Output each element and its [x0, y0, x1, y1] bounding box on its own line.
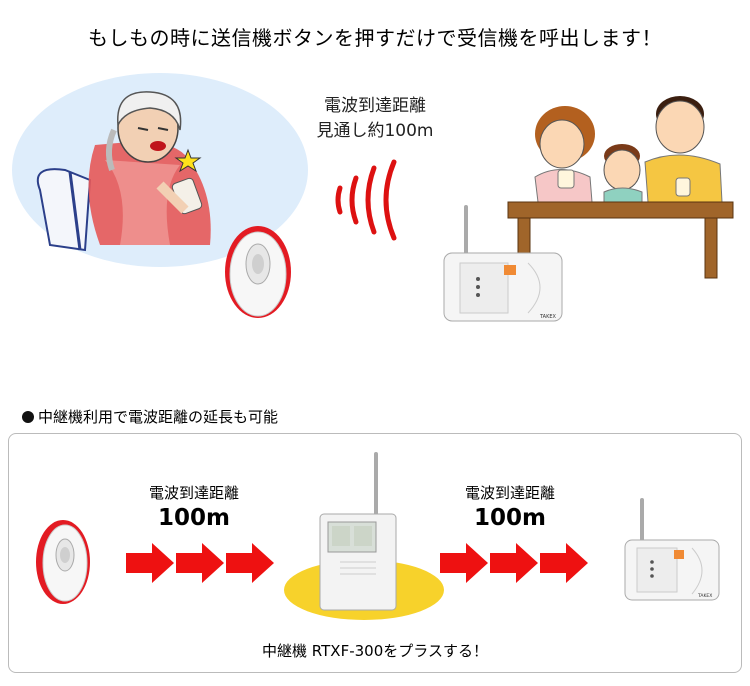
top-range-line2: 見通し約100m — [316, 121, 434, 141]
relay-footer-text: 中継機 RTXF-300をプラスする！ — [262, 642, 488, 660]
relay-section-label: 中継機利用で電波距離の延長も可能 — [22, 406, 278, 427]
receiver-small-device: TAKEX — [624, 498, 720, 601]
left-distance-value: 100m — [158, 505, 230, 531]
receiver-small-brand: TAKEX — [697, 593, 712, 599]
right-distance-value: 100m — [474, 505, 546, 531]
receiver-brand: TAKEX — [539, 314, 557, 320]
left-distance-label: 電波到達距離 — [148, 484, 239, 502]
family-illustration — [507, 96, 734, 279]
top-range-text: 電波到達距離 見通し約100m — [290, 94, 460, 144]
elderly-woman-illustration — [12, 73, 308, 267]
page-headline: もしもの時に送信機ボタンを押すだけで受信機を呼出します！ — [88, 26, 662, 50]
transmitter-button-device — [225, 226, 291, 318]
radio-waves-icon — [335, 159, 397, 241]
transmitter-small-device — [36, 520, 90, 604]
receiver-device: TAKEX — [443, 205, 563, 322]
relay-unit-device — [284, 452, 444, 620]
right-distance: 電波到達距離 100m — [430, 482, 590, 531]
left-arrows-icon — [126, 543, 274, 583]
top-range-line1: 電波到達距離 — [324, 96, 426, 116]
relay-section-text: 中継機利用で電波距離の延長も可能 — [38, 408, 279, 426]
bullet-icon — [22, 411, 34, 423]
right-arrows-icon — [440, 543, 588, 583]
right-distance-label: 電波到達距離 — [464, 484, 555, 502]
left-distance: 電波到達距離 100m — [114, 482, 274, 531]
